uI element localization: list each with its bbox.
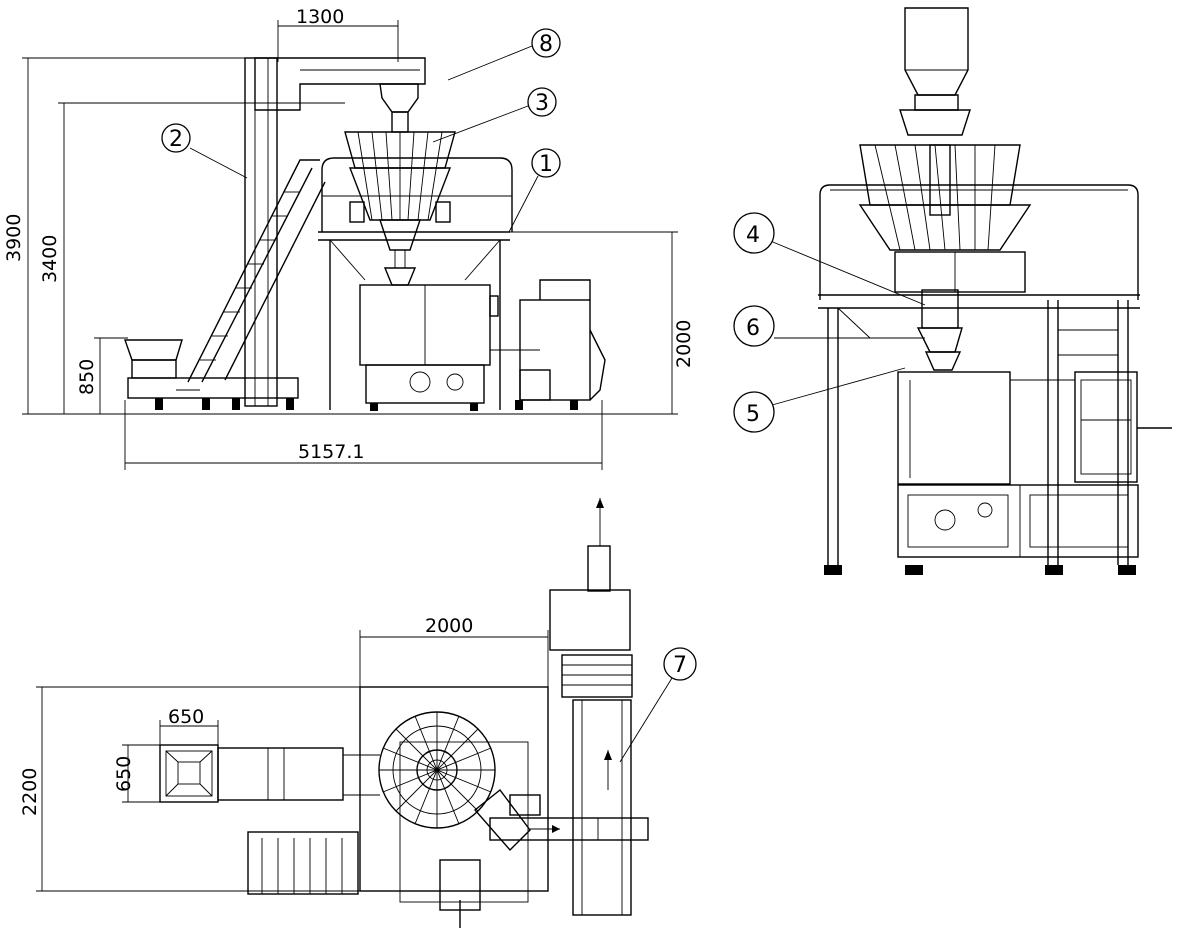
dim-650-width: 650 [168,706,204,728]
callout-8: 8 [539,32,553,57]
callout-4: 4 [746,223,760,248]
callout-7: 7 [673,653,687,678]
dim-1300: 1300 [296,6,344,28]
dim-3400: 3400 [39,235,61,283]
dim-650-depth: 650 [113,756,135,792]
front-view: 1300 3900 3400 850 5157.1 2000 [3,6,695,470]
plan-view: 2000 2200 650 650 [19,498,697,928]
side-view: 4 6 5 [733,7,1172,575]
callout-5: 5 [746,402,760,427]
callout-6: 6 [746,316,760,341]
dim-3900: 3900 [3,214,25,262]
callout-3: 3 [535,91,549,116]
dim-2000-plan: 2000 [425,615,473,637]
dim-850: 850 [76,359,98,395]
dim-2000-height: 2000 [673,320,695,368]
callout-1: 1 [539,152,553,177]
callout-2: 2 [169,127,183,152]
dim-2200: 2200 [19,768,41,816]
dim-5157: 5157.1 [298,441,364,463]
